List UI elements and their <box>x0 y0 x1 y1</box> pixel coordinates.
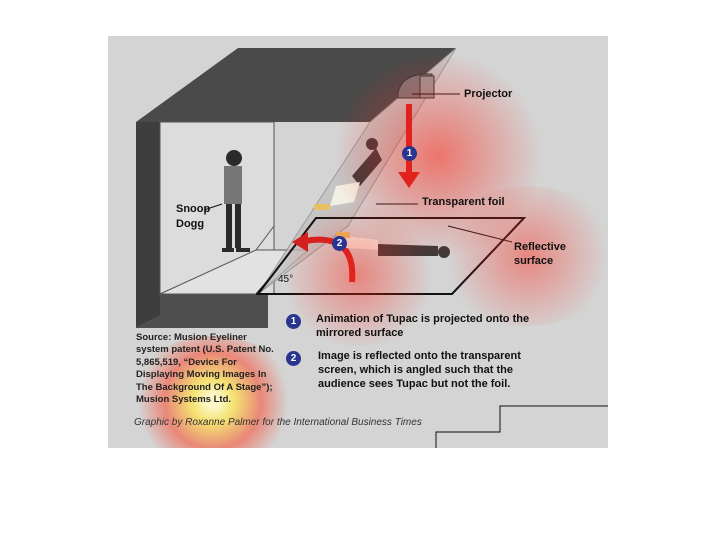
step-1-badge: 1 <box>286 314 301 329</box>
stage-left-wall <box>136 122 160 328</box>
angle-label: 45° <box>278 274 294 285</box>
projector-label: Projector <box>464 88 513 100</box>
step-2-badge: 2 <box>286 351 301 366</box>
reflective-label: Reflective surface <box>514 241 566 267</box>
projection-arrow <box>406 104 412 174</box>
snoop-dogg-figure <box>222 150 250 252</box>
diagram-figure: Projector 1 2 Transparent foil Reflectiv… <box>108 36 608 448</box>
step-1-marker: 1 <box>402 146 417 161</box>
step-2-marker: 2 <box>332 236 347 251</box>
step-1-text: Animation of Tupac is projected onto the… <box>316 313 530 339</box>
graphic-credit: Graphic by Roxanne Palmer for the Intern… <box>134 417 422 428</box>
foil-label: Transparent foil <box>422 196 505 208</box>
snoop-label: Snoop Dogg <box>176 203 211 230</box>
step-2-text: Image is reflected onto the transparent … <box>318 350 521 390</box>
stage-front <box>136 294 268 328</box>
tupac-reflection <box>336 232 450 258</box>
source-note: Source: Musion Eyeliner system patent (U… <box>136 332 274 406</box>
